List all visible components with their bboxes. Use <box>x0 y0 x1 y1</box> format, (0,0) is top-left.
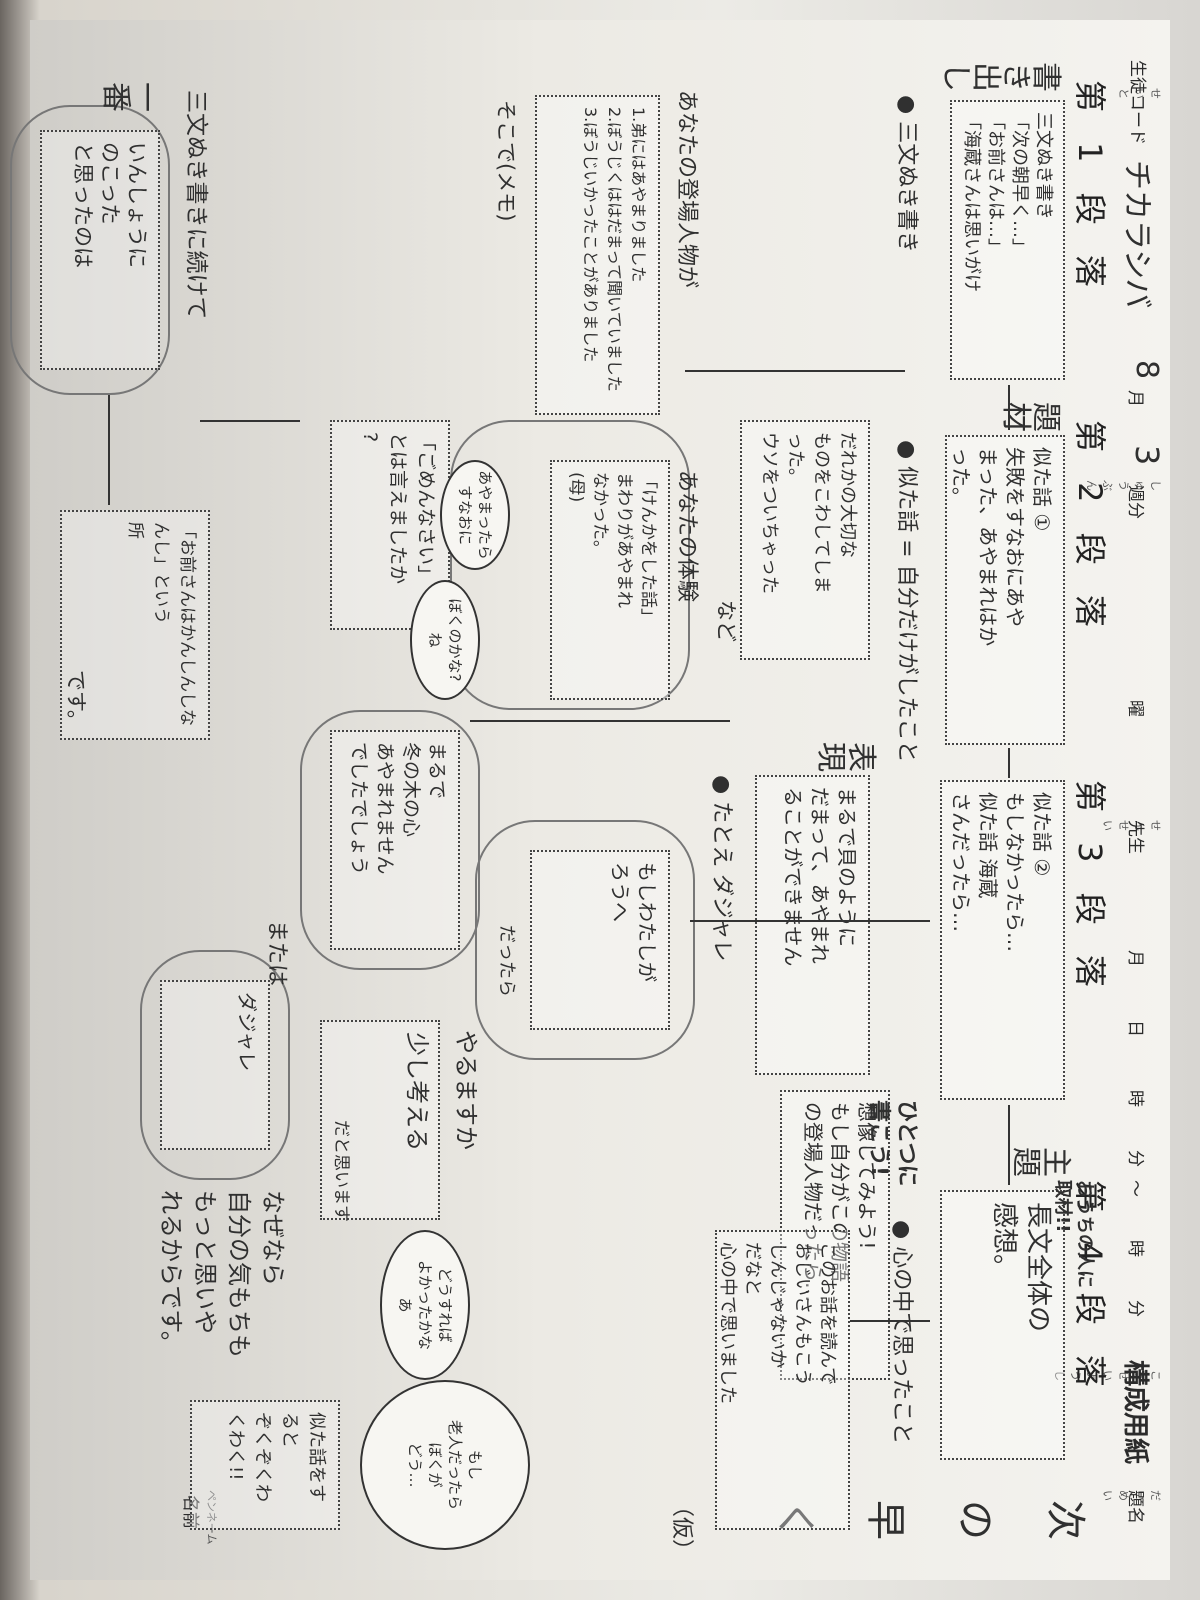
pun-label: または <box>264 920 289 987</box>
week-unit: 週分 <box>1125 485 1145 519</box>
interview-label: おうちの人に 取材!! <box>1052 1180 1095 1288</box>
if-box: もしわたしが ろうへ <box>530 850 670 1030</box>
line-memo-down <box>200 420 300 422</box>
topic-label: 題名 <box>1125 1490 1145 1524</box>
expression-box: まるで貝のように だまって、あやまれ ることができません <box>755 775 870 1075</box>
section-2-sub-note: など <box>714 600 738 642</box>
write-together-label: ひとつに 書こう! <box>866 1100 919 1187</box>
section-2-heading: 第 2 段 落 <box>1071 420 1109 637</box>
experience-box: 「けんかをした話」 まわりがあやまれ なかった。 (母) <box>550 460 670 700</box>
thought-box: このお話を読んで おじいさんもこう しんじゃないか だなと 心の中で思いました <box>715 1230 850 1530</box>
conclusion-box-2-tail: です。 <box>64 670 88 731</box>
date-month: 月 <box>1125 950 1145 967</box>
arrow-conclusion <box>108 395 110 505</box>
teacher-label: 先生 <box>1125 820 1145 854</box>
sheet-title: 構成用紙 <box>1120 1360 1150 1465</box>
section-2-box: 似た話 ① 失敗をすなおにあや まった、あやまれはか った。 <box>945 435 1065 745</box>
section-1-box: 三文ぬき書き 「次の朝早く…」 「お前さんは…」 「海蔵さんは思いがけ <box>950 100 1065 380</box>
think-bubble: どうすれば よかったかな あ <box>380 1230 470 1380</box>
time-hour-end: 時 <box>1125 1240 1145 1257</box>
conclusion-side-label: 一番 <box>98 82 163 112</box>
section-2-bullet: ● 似た話 = 自分だけがしたこと <box>894 440 919 763</box>
expression-bullet: ● たとえ ダジャレ <box>709 775 734 962</box>
think-label: やるますか <box>452 1030 480 1150</box>
composition-sheet: せいと 生徒コード チカラシバ 8 月 3 しゅうぶん 週分 曜 せんせい 先生… <box>10 20 1170 1580</box>
section-2-sub-box: だれかの大切な ものをこわしてしま った。 ウソをついちゃった <box>740 420 870 660</box>
student-name: チカラシバ <box>1119 160 1154 309</box>
arrow-1-2 <box>1008 385 1010 430</box>
conclusion-box: いんしょうに のこった と思ったのは <box>40 130 160 370</box>
time-minute-end: 分 <box>1125 1300 1145 1317</box>
conclusion-label: 三文ぬき書きに続けて <box>183 90 209 320</box>
section-3-heading: 第 3 段 落 <box>1071 780 1109 997</box>
experience-label: あなたの体験 <box>674 470 699 603</box>
memo-box: 1.弟にはあやまりました 2.ぼうじくははだまって聞いていました 3.ぼうじいか… <box>535 95 660 415</box>
section-3-box: 似た話 ② もしなかったら… 似た話 海蔵 さんだったら… <box>940 780 1065 1100</box>
week-value: 3 <box>1128 445 1166 466</box>
if-note: だったら <box>496 925 517 997</box>
time-hour: 時 <box>1125 1090 1145 1107</box>
pun-box: ダジャレ <box>160 980 270 1150</box>
experience-bubble-2: ぼくのかな? ね <box>410 580 480 700</box>
metaphor-box: まるで 冬の木の心 あやまれません でしたでしょう <box>330 730 460 950</box>
section-1-bullet: ● 三文ぬき書き <box>894 95 919 253</box>
section-3-side-label: 表現 <box>813 742 878 772</box>
line-s4-down <box>850 1320 930 1322</box>
month-unit: 月 <box>1125 390 1145 407</box>
date-day: 日 <box>1125 1020 1145 1037</box>
section-4-box: 長文全体の 感想。 <box>940 1190 1065 1460</box>
section-4-bullet: ● 心の中で思ったこと <box>889 1220 914 1445</box>
think-note: だと思います <box>331 1120 351 1222</box>
time-minute: 分 <box>1125 1150 1145 1167</box>
memo-did-label: あなたの登場人物が <box>674 90 699 289</box>
arrow-3-4 <box>1008 1105 1010 1185</box>
section-1-heading: 第 1 段 落 <box>1071 80 1109 297</box>
section-4-side-label: 主題 <box>1008 1147 1073 1177</box>
experience-bubble-1: あやまったら すなおに <box>440 460 510 570</box>
section-1-side-label: 書き出し <box>938 62 1063 92</box>
student-code-label: 生徒コード <box>1127 60 1147 145</box>
memo-tail: そこで(メモ) <box>494 100 518 222</box>
final-box: 似た話をすると ぞくぞくわくわく!! <box>190 1400 340 1530</box>
line-s2-down <box>470 720 730 722</box>
weekday-unit: 曜 <box>1125 700 1145 717</box>
arrow-2-3 <box>1008 748 1010 778</box>
line-s1-down <box>685 370 905 372</box>
reason-note: なぜなら 自分の気もちも もっと思いや れるからです。 <box>157 1190 287 1358</box>
time-tilde: 〜 <box>1125 1180 1145 1197</box>
month-value: 8 <box>1129 360 1164 380</box>
reason-bubble: もし 老人だったら ぼくが どう… <box>360 1380 530 1550</box>
title-tentative-note: （仮） <box>669 1495 694 1562</box>
line-s3-down <box>690 920 930 922</box>
